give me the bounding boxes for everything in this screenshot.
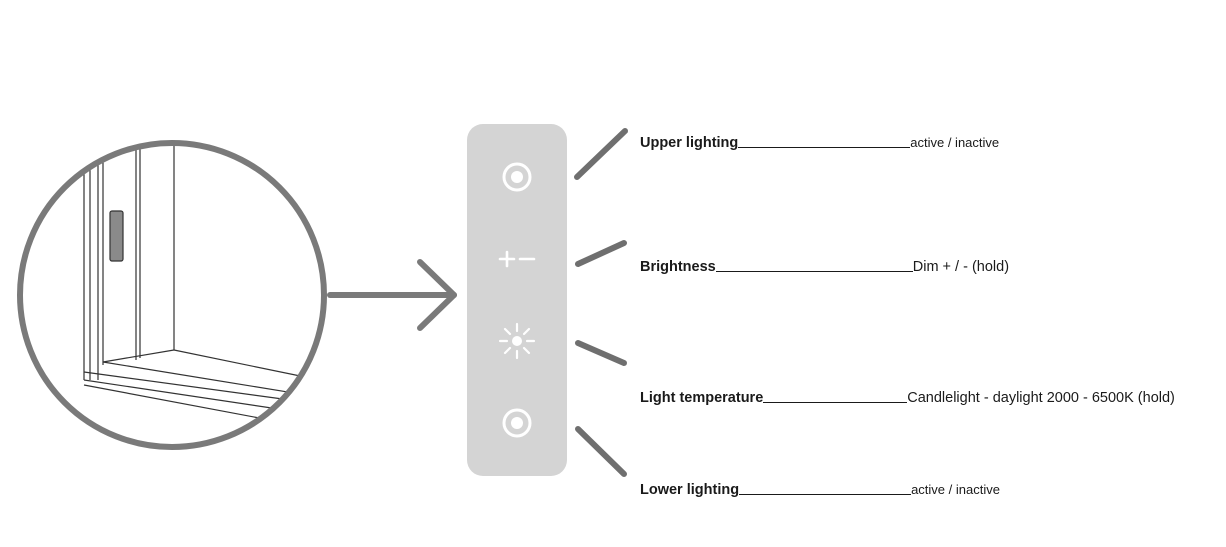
magnifier-detail: [17, 140, 327, 450]
label-brightness: Brightness: [640, 259, 716, 275]
callout-line-upper: [574, 128, 628, 180]
value-upper-lighting: active / inactive: [910, 135, 1000, 150]
callout-lines: [574, 128, 628, 477]
plus-minus-icon: [498, 250, 536, 268]
brightness-button[interactable]: [498, 250, 536, 268]
pointer-arrow-icon: [327, 259, 457, 331]
value-light-temperature: Candlelight - daylight 2000 - 6500K (hol…: [907, 390, 1175, 406]
upper-lighting-button[interactable]: [502, 162, 532, 192]
ring-button-icon: [502, 162, 532, 192]
control-unit-thumbnail: [109, 210, 124, 262]
leader-line: [763, 402, 908, 403]
leader-line: [715, 271, 913, 272]
lower-lighting-button[interactable]: [502, 408, 532, 438]
label-lower-lighting: Lower lighting: [640, 482, 740, 498]
callout-line-brightness: [575, 240, 627, 267]
label-upper-lighting: Upper lighting: [640, 135, 739, 151]
magnifier-ring: [17, 140, 327, 450]
callout-line-lower: [575, 426, 627, 477]
label-row-brightness: Brightness Dim + / - (hold): [640, 255, 1009, 275]
sun-icon: [498, 322, 536, 360]
callout-line-temperature: [575, 340, 627, 366]
value-lower-lighting: active / inactive: [911, 482, 1000, 497]
control-panel: [467, 124, 567, 476]
ring-button-icon: [502, 408, 532, 438]
value-brightness: Dim + / - (hold): [912, 259, 1010, 275]
label-row-lower-lighting: Lower lighting active / inactive: [640, 478, 1000, 498]
label-row-light-temperature: Light temperature Candlelight - daylight…: [640, 386, 1175, 406]
leader-line: [739, 494, 912, 495]
label-row-upper-lighting: Upper lighting active / inactive: [640, 131, 999, 151]
label-light-temperature: Light temperature: [640, 390, 764, 406]
light-temperature-button[interactable]: [498, 322, 536, 360]
leader-line: [738, 147, 911, 148]
